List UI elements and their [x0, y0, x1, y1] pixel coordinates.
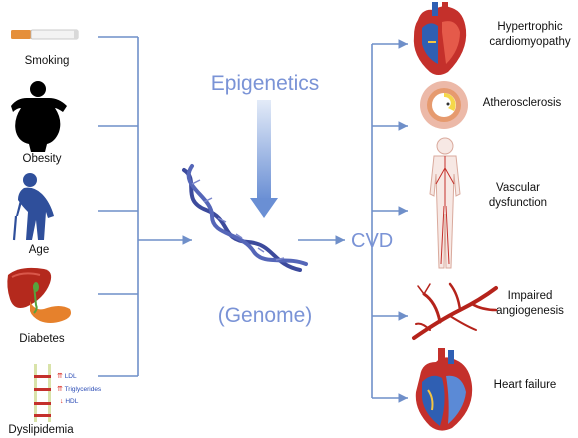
- risk-label-smoking: Smoking: [24, 55, 70, 67]
- cigarette-icon: [11, 29, 79, 40]
- dna-helix-icon: [182, 164, 308, 272]
- lipid-ldl: ⇈ LDL: [57, 372, 77, 380]
- obese-person-icon: [11, 81, 67, 152]
- epigenetics-label: Epigenetics: [210, 72, 320, 95]
- risk-label-age: Age: [28, 244, 50, 256]
- outcome-label-angiogenesis-line2: angiogenesis: [496, 305, 564, 317]
- up-arrows-icon: ⇈: [57, 373, 63, 380]
- risk-label-obesity: Obesity: [22, 153, 62, 165]
- lipid-hdl: ↓ HDL: [60, 398, 78, 405]
- outcome-label-vascular: Vascular dysfunction: [463, 181, 573, 211]
- genome-label: (Genome): [217, 304, 313, 327]
- outcome-label-atherosclerosis-line1: Atherosclerosis: [482, 97, 562, 109]
- lipid-ladder-icon: [34, 364, 51, 422]
- outcome-label-vascular-line2: dysfunction: [488, 197, 548, 209]
- outcome-label-hypertrophic-line2: cardiomyopathy: [489, 36, 571, 48]
- epigenetics-arrow: [250, 100, 278, 218]
- outcome-label-atherosclerosis: Atherosclerosis: [467, 96, 577, 111]
- outcome-label-vascular-line1: Vascular: [496, 182, 540, 194]
- outcome-label-angiogenesis-line1: Impaired: [507, 290, 553, 302]
- outcome-label-hypertrophic-line1: Hypertrophic: [497, 21, 563, 33]
- lipid-triglycerides-label: Triglycerides: [64, 386, 102, 393]
- liver-pancreas-icon: [7, 267, 71, 323]
- lipid-hdl-label: HDL: [65, 398, 79, 405]
- outcome-label-hypertrophic: Hypertrophic cardiomyopathy: [475, 20, 578, 50]
- heart-failure-icon: [415, 348, 473, 431]
- lipid-ldl-label: LDL: [64, 373, 77, 380]
- up-arrows-icon: ⇈: [57, 386, 63, 393]
- outcome-label-heart-failure: Heart failure: [470, 378, 578, 393]
- hypertrophic-heart-icon: [413, 2, 467, 75]
- risk-label-dyslipidemia: Dyslipidemia: [8, 424, 74, 436]
- outcome-label-angiogenesis: Impaired angiogenesis: [475, 289, 578, 319]
- vascular-body-icon: [429, 137, 461, 269]
- artery-cross-section-icon: [420, 81, 468, 129]
- outcome-label-heart-failure-line1: Heart failure: [493, 379, 557, 391]
- lipid-triglycerides: ⇈ Triglycerides: [57, 385, 101, 393]
- angiogenesis-vessels-icon: [412, 282, 498, 340]
- cvd-label: CVD: [351, 230, 394, 252]
- down-arrow-icon: ↓: [60, 398, 64, 405]
- risk-label-diabetes: Diabetes: [19, 333, 65, 345]
- elderly-person-icon: [12, 173, 54, 241]
